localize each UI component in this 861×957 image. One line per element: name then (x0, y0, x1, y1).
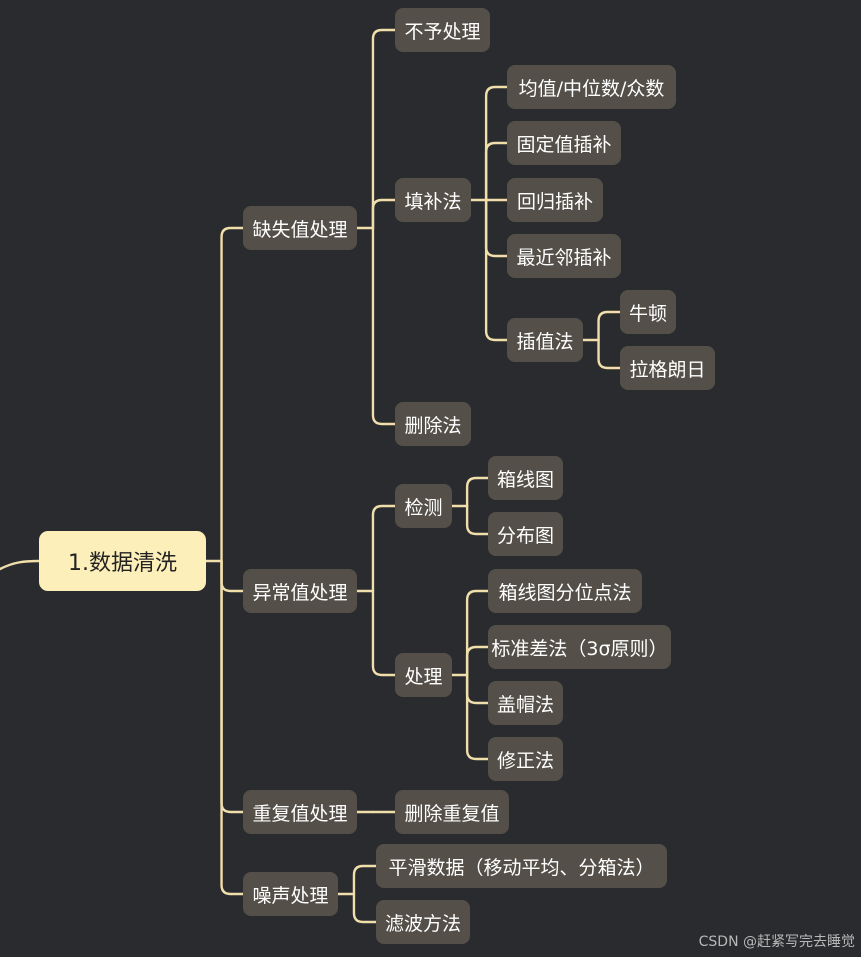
node-std-dev[interactable]: 标准差法（3σ原则） (488, 625, 671, 669)
node-detection[interactable]: 检测 (395, 484, 452, 528)
node-imputation[interactable]: 填补法 (395, 178, 471, 222)
node-nearest-neighbor[interactable]: 最近邻插补 (507, 234, 621, 278)
node-noise[interactable]: 噪声处理 (243, 872, 338, 916)
connector-root-branch-1 (220, 559, 245, 593)
node-mean-median-mode[interactable]: 均值/中位数/众数 (507, 65, 676, 109)
connector-root-branch-2 (220, 559, 245, 814)
connector-interpolation-branch-1 (597, 338, 622, 370)
connector-imputation-branch-0 (484, 85, 509, 202)
node-no-action[interactable]: 不予处理 (395, 8, 490, 52)
node-handling[interactable]: 处理 (395, 653, 452, 697)
node-newton[interactable]: 牛顿 (620, 290, 676, 334)
node-capping[interactable]: 盖帽法 (488, 681, 563, 725)
node-filtering[interactable]: 滤波方法 (376, 900, 470, 944)
node-root[interactable]: 1.数据清洗 (39, 531, 206, 591)
connector-root-branch-3 (220, 559, 245, 896)
connector-outliers-branch-0 (371, 504, 397, 593)
connector-noise-branch-0 (352, 864, 378, 896)
watermark: CSDN @赶紧写完去睡觉 (698, 934, 855, 950)
node-duplicates[interactable]: 重复值处理 (243, 790, 357, 834)
connector-detection-branch-1 (465, 504, 490, 536)
node-correction[interactable]: 修正法 (488, 737, 563, 781)
connector-imputation-branch-1 (484, 141, 509, 202)
connector-root-branch-0 (220, 226, 245, 563)
connector-missing-branch-1 (371, 198, 397, 230)
connector-noise-branch-1 (352, 892, 378, 924)
connector-root-in (0, 559, 41, 571)
connector-handling-branch-1 (465, 645, 490, 677)
node-remove-duplicates[interactable]: 删除重复值 (395, 790, 509, 834)
connector-imputation-branch-4 (484, 198, 509, 342)
connector-handling-branch-3 (465, 673, 490, 761)
connector-handling-branch-2 (465, 673, 490, 705)
connector-outliers-branch-1 (371, 589, 397, 677)
node-lagrange[interactable]: 拉格朗日 (620, 346, 715, 390)
node-regression[interactable]: 回归插补 (507, 178, 603, 222)
connector-handling-branch-0 (465, 589, 490, 677)
node-fixed-value[interactable]: 固定值插补 (507, 121, 621, 165)
node-boxplot[interactable]: 箱线图 (488, 456, 563, 500)
connector-interpolation-branch-0 (597, 310, 622, 342)
node-deletion[interactable]: 删除法 (395, 402, 471, 446)
connector-detection-branch-0 (465, 476, 490, 508)
node-smoothing[interactable]: 平滑数据（移动平均、分箱法） (376, 844, 667, 888)
connector-missing-branch-2 (371, 226, 397, 426)
connector-imputation-branch-3 (484, 198, 509, 258)
node-interpolation[interactable]: 插值法 (507, 318, 583, 362)
node-distribution[interactable]: 分布图 (488, 512, 563, 556)
node-missing-values[interactable]: 缺失值处理 (243, 206, 357, 250)
node-boxplot-quantile[interactable]: 箱线图分位点法 (488, 569, 642, 613)
node-outliers[interactable]: 异常值处理 (243, 569, 357, 613)
connector-missing-branch-0 (371, 28, 397, 230)
